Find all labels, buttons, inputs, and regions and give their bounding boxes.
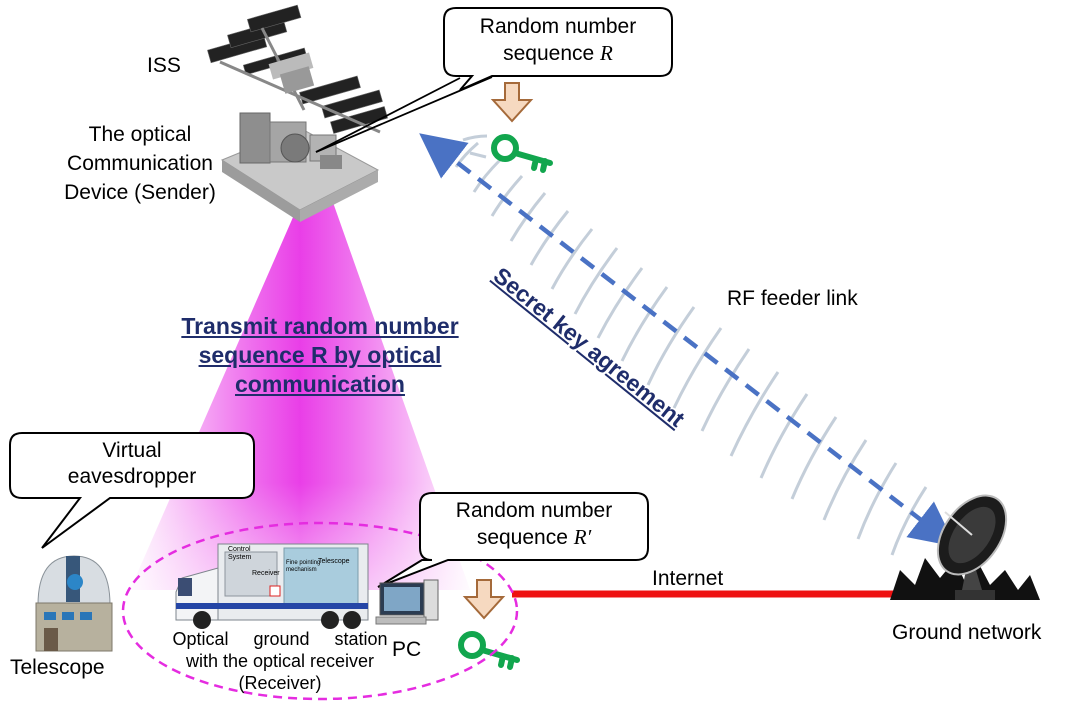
device-label-line: Device (Sender) <box>64 181 216 204</box>
optical-ground-station-truck <box>175 543 369 629</box>
telescope-observatory <box>35 555 113 652</box>
optical-device <box>220 112 380 222</box>
truck-text: Control <box>228 546 251 553</box>
device-label-line: Communication <box>67 152 213 175</box>
transmit-headline-line: communication <box>235 371 405 397</box>
truck-fine-pointing-text: Fine pointing mechanism <box>286 560 320 574</box>
truck-text: System <box>228 554 252 561</box>
ogs-label-line: Optical ground station <box>172 629 388 649</box>
telescope-label: Telescope <box>10 656 105 679</box>
callout-bottom-prefix: sequence <box>476 526 574 549</box>
key-icon-bottom <box>458 631 520 670</box>
callout-top-prefix: sequence <box>503 42 601 65</box>
truck-text: Fine pointing <box>286 560 321 566</box>
pc-label: PC <box>392 638 422 661</box>
down-arrow-bottom <box>462 579 506 620</box>
transmit-headline-line: sequence R by optical <box>198 342 442 368</box>
callout-bottom-line1: Random number <box>455 499 613 522</box>
secret-key-arrow <box>419 133 956 547</box>
truck-control-system-text: Control System <box>228 546 251 562</box>
callout-bottom-symbol: R′ <box>573 525 592 549</box>
ground-station-dish <box>890 494 1040 600</box>
callout-eavesdropper-line2: eavesdropper <box>67 465 197 488</box>
ogs-label: Optical ground station with the optical … <box>160 628 400 694</box>
transmit-headline-line: Transmit random number <box>181 313 459 339</box>
callout-top-line1: Random number <box>479 15 637 38</box>
callout-top-symbol: R <box>600 41 613 65</box>
receiver-ellipse <box>121 521 519 701</box>
callout-bottom-line2: sequence R′ <box>422 524 646 551</box>
callout-eavesdropper-bubble <box>9 432 255 549</box>
device-pointer-line-2 <box>315 77 461 153</box>
callout-top: Random number sequence R <box>446 14 670 67</box>
iss-label: ISS <box>147 54 181 77</box>
ogs-label-line: (Receiver) <box>238 673 322 693</box>
callout-top-bubble <box>443 7 673 91</box>
pc-computer <box>375 579 439 625</box>
ground-network-label: Ground network <box>892 621 1042 644</box>
truck-telescope-text: Telescope <box>318 558 350 565</box>
internet-label: Internet <box>652 567 724 590</box>
rf-link-label: RF feeder link <box>727 287 858 310</box>
transmit-headline: Transmit random number sequence R by opt… <box>120 312 520 399</box>
truck-receiver-text: Receiver <box>252 570 280 577</box>
down-arrow-top <box>490 82 534 123</box>
callout-bottom-bubble <box>377 492 649 588</box>
iss-station <box>207 4 388 134</box>
callout-eavesdropper: Virtual eavesdropper <box>12 438 252 490</box>
callout-top-line2: sequence R <box>446 40 670 67</box>
device-label: The optical Communication Device (Sender… <box>50 120 230 207</box>
ogs-label-line: with the optical receiver <box>185 651 375 671</box>
callout-eavesdropper-line1: Virtual <box>102 439 162 462</box>
key-icon-top <box>491 134 553 173</box>
truck-text: mechanism <box>286 567 317 573</box>
device-label-line: The optical <box>88 123 192 146</box>
callout-bottom: Random number sequence R′ <box>422 498 646 551</box>
